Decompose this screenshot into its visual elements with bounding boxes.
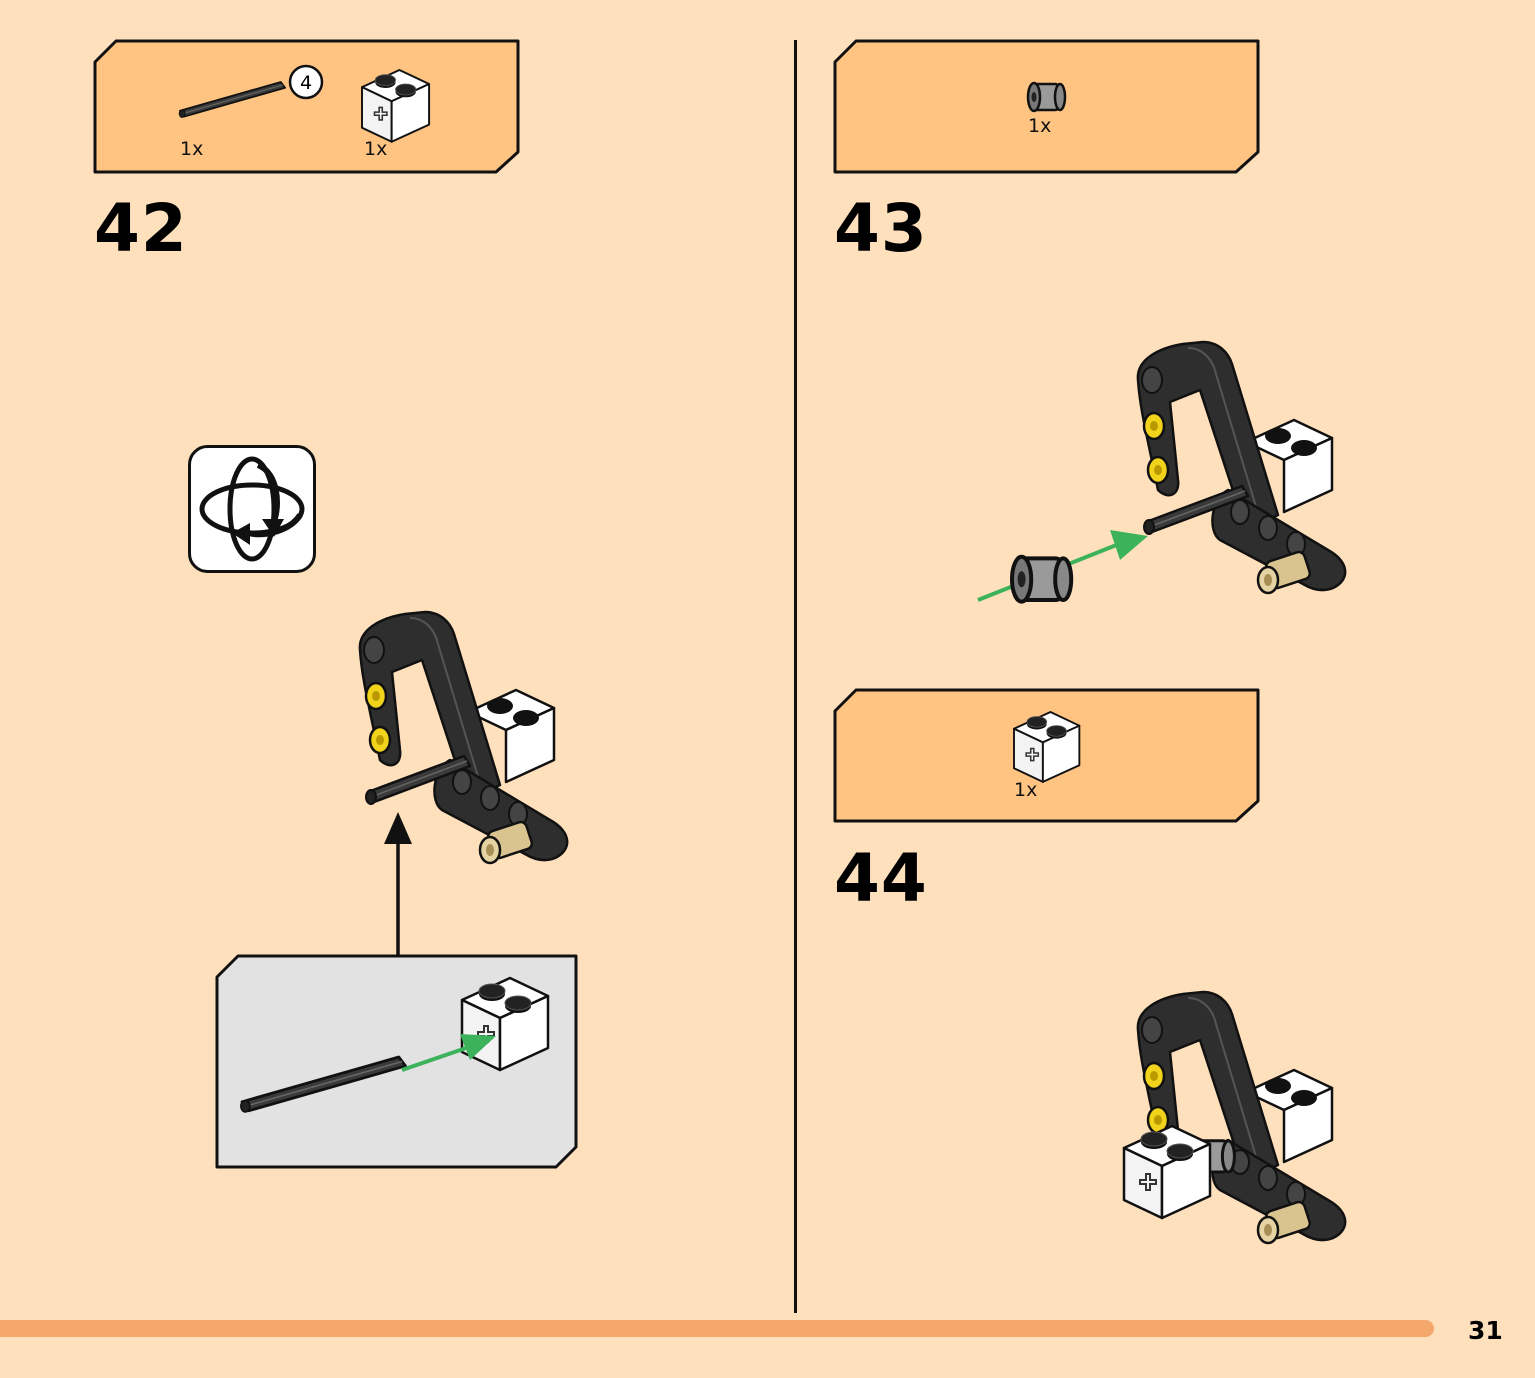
step-number-44: 44	[834, 840, 928, 917]
part-quantity: 1x	[1014, 779, 1038, 801]
rotate-model-icon	[188, 445, 316, 573]
parts-box-42	[93, 39, 520, 174]
bush-icon	[1026, 81, 1067, 113]
added-brick-44	[1122, 1124, 1212, 1220]
page-divider	[794, 40, 797, 1313]
move-arrow	[401, 1034, 496, 1072]
axle-icon	[178, 81, 287, 119]
axle-length-badge: 4	[288, 64, 324, 100]
bush-part	[1010, 550, 1074, 606]
svg-text:4: 4	[300, 72, 312, 94]
inserted-axle-42	[365, 754, 472, 805]
part-quantity: 1x	[180, 138, 204, 160]
progress-bar	[0, 1320, 1434, 1337]
part-quantity: 1x	[364, 138, 388, 160]
step-number-43: 43	[834, 190, 928, 267]
inserted-axle-43	[1143, 484, 1250, 535]
step-number-42: 42	[94, 190, 188, 267]
technic-brick-icon	[361, 69, 431, 143]
model-assembly-43	[1136, 340, 1347, 595]
subassembly-axle	[239, 1055, 407, 1114]
technic-brick-icon	[1013, 711, 1081, 783]
part-quantity: 1x	[1028, 115, 1052, 137]
assembly-arrow	[384, 812, 412, 958]
page-number: 31	[1468, 1316, 1503, 1345]
